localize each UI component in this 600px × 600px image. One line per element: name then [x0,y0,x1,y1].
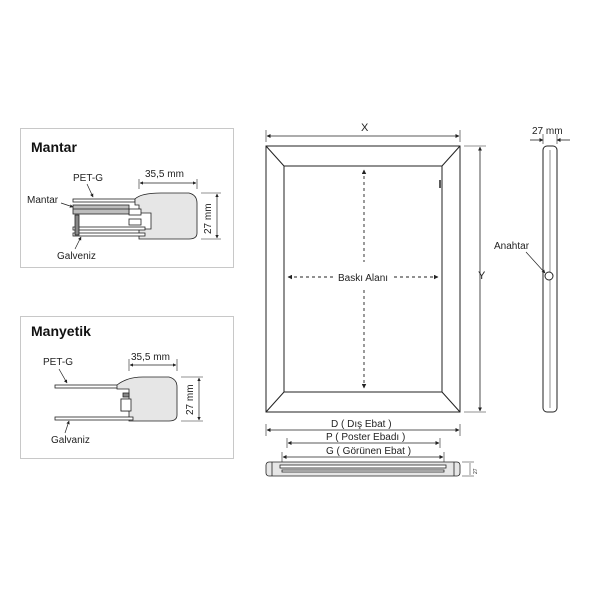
side-key-label: Anahtar [494,241,530,252]
dimension-g [281,452,445,462]
manyetik-width-dim: 35,5 mm [131,352,170,363]
mantar-profile-shape [72,192,198,240]
manyetik-profile-diagram: 35,5 mm 27 mm PET-G Galvaniz [43,352,203,446]
dimension-d-label: D ( Dış Ebat ) [331,419,392,430]
mantar-galvaniz-label: Galveniz [57,251,96,262]
mantar-panel-title: Mantar [31,139,77,155]
mantar-height-dim: 27 mm [203,203,214,234]
mantar-profile-diagram: 35,5 mm 27 mm PET-G Mantar Galveniz [27,169,221,262]
manyetik-petg-label: PET-G [43,357,73,368]
mantar-profile-panel: Mantar 35,5 mm [20,128,234,268]
manyetik-profile-panel: Manyetik 35,5 mm 27 mm PET-G Galvaniz [20,316,234,459]
manyetik-height-dim: 27 mm [185,384,196,415]
dimension-x-label: X [361,122,369,134]
print-area-arrows [287,169,439,389]
side-view-frame [542,145,558,413]
dimension-g-label: G ( Görünen Ebat ) [326,446,411,457]
bottom-small-dimension [462,461,474,477]
print-area-label: Baskı Alanı [338,273,388,284]
manyetik-panel-title: Manyetik [31,323,91,339]
side-depth-label: 27 mm [532,126,563,137]
mantar-cork-label: Mantar [27,195,59,206]
dimension-d [265,424,461,436]
side-depth-dimension [530,134,570,144]
manyetik-profile-shape [54,376,178,422]
dimension-y-label: Y [478,270,486,282]
dimension-p [286,438,441,448]
manyetik-galvaniz-label: Galvaniz [51,435,90,446]
dimension-p-label: P ( Poster Ebadı ) [326,432,405,443]
dimension-x [265,130,461,142]
mantar-petg-label: PET-G [73,173,103,184]
bottom-view-profile [265,461,461,477]
front-view-frame [265,145,461,413]
mantar-width-dim: 35,5 mm [145,169,184,180]
bottom-small-dim-label: 27 [473,468,479,474]
side-key-leader [525,251,546,274]
side-key-icon [544,271,554,281]
dimension-y [464,145,486,413]
